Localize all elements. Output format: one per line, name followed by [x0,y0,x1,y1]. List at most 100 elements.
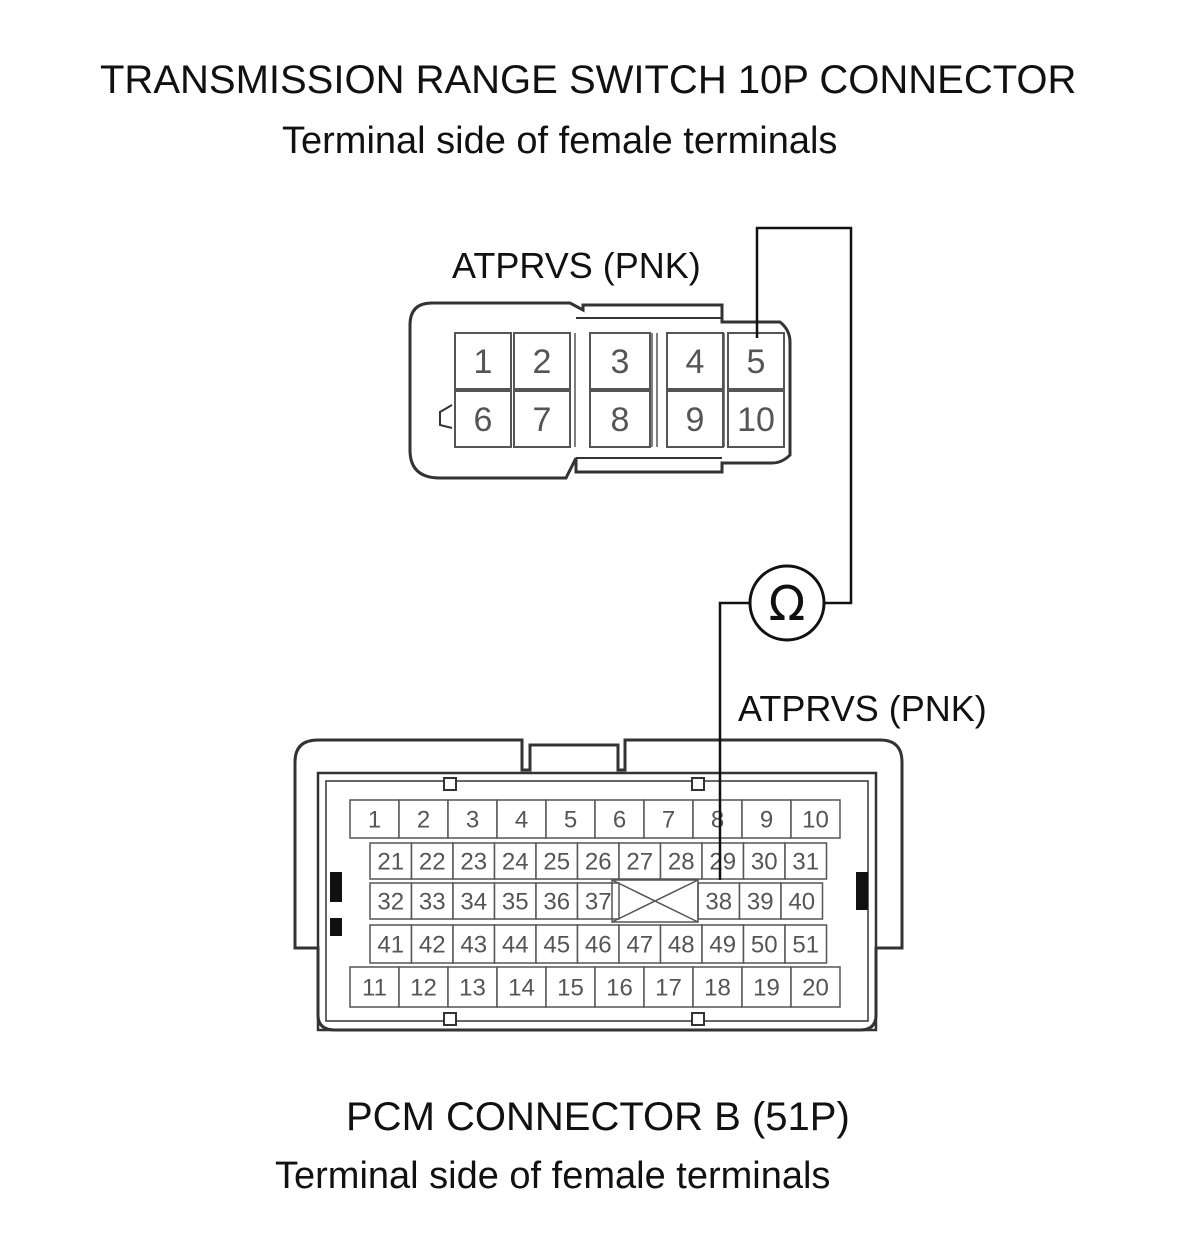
terminal-number: 49 [709,932,736,959]
terminal-number: 46 [585,932,612,959]
terminal-cell [659,842,703,880]
terminal-cell [643,966,694,1008]
terminal-cell [780,882,824,920]
terminal-number: 21 [377,849,404,876]
terminal-number: 10 [802,807,829,834]
ohmmeter-icon [748,564,826,642]
terminal-cell [790,966,841,1008]
top-connector-body [408,301,792,480]
terminal-number: 22 [419,849,446,876]
top-connector-title: TRANSMISSION RANGE SWITCH 10P CONNECTOR [100,58,1077,102]
terminal-cell [496,966,547,1008]
terminal-number: 19 [753,975,780,1002]
terminal-cell [784,842,828,880]
terminal-number: 14 [508,975,535,1002]
terminal-number: 48 [668,932,695,959]
terminal-number: 36 [543,889,570,916]
terminal-number: 23 [460,849,487,876]
terminal-number: 3 [611,343,630,381]
terminal-cell [452,924,496,964]
terminal-cell [535,924,579,964]
terminal-number: 11 [362,975,387,1002]
terminal-cell [784,924,828,964]
terminal-number: 26 [585,849,612,876]
terminal-number: 20 [802,975,829,1002]
terminal-cell [454,332,512,390]
terminal-number: 35 [502,889,529,916]
terminal-number: 6 [613,807,626,834]
terminal-cell [741,799,792,839]
terminal-cell [738,882,782,920]
terminal-number: 42 [419,932,446,959]
terminal-cell [666,390,724,448]
terminal-number: 40 [788,889,815,916]
terminal-cell [493,924,537,964]
terminal-cell [493,882,537,920]
terminal-number: 17 [655,975,682,1002]
terminal-number: 1 [368,807,381,834]
terminal-number: 30 [751,849,778,876]
terminal-cell [349,966,400,1008]
top-wire-label: ATPRVS (PNK) [452,245,701,286]
bottom-connector-subtitle: Terminal side of female terminals [275,1155,831,1197]
terminal-number: 4 [515,807,528,834]
terminal-number: 7 [533,401,552,439]
terminal-cell [727,332,785,390]
terminal-number: 27 [626,849,653,876]
terminal-number: 1 [474,343,493,381]
terminal-number: 15 [557,975,584,1002]
terminal-number: 34 [460,889,487,916]
latch-left-marker [330,872,342,902]
terminal-number: 28 [668,849,695,876]
terminal-cell [369,882,413,920]
terminal-cell [513,332,571,390]
terminal-number: 2 [417,807,430,834]
terminal-number: 3 [466,807,479,834]
terminal-cell [454,390,512,448]
terminal-number: 18 [704,975,731,1002]
terminal-number: 6 [474,401,493,439]
terminal-number: 12 [410,975,437,1002]
terminal-cell [589,390,651,448]
terminal-number: 47 [626,932,653,959]
terminal-cell [410,842,454,880]
terminal-number: 9 [686,401,705,439]
terminal-number: 8 [711,807,724,834]
terminal-number: 43 [460,932,487,959]
terminal-cell [493,842,537,880]
terminal-number: 24 [502,849,529,876]
terminal-cell [545,966,596,1008]
top-connector-subtitle: Terminal side of female terminals [282,120,838,162]
terminal-cell [535,842,579,880]
latch-left-marker-2 [330,918,342,936]
terminal-number: 38 [705,889,732,916]
terminal-cell [589,332,651,390]
terminal-number: 4 [686,343,705,381]
latch-right-marker [856,872,868,910]
terminal-cell [701,924,745,964]
terminal-cell [410,924,454,964]
terminal-number: 31 [792,849,819,876]
terminal-number: 8 [611,401,630,439]
terminal-number: 7 [662,807,675,834]
terminal-cell [742,924,786,964]
ohm-symbol: Ω [769,576,806,632]
terminal-number: 50 [751,932,778,959]
terminal-number: 32 [377,889,404,916]
terminal-cell [576,842,620,880]
terminal-number: 41 [377,932,404,959]
terminal-number: 9 [760,807,773,834]
terminal-cell [643,799,694,839]
terminal-cell [398,966,449,1008]
test-lead-wire [718,226,853,880]
terminal-cell [659,924,703,964]
terminal-number: 37 [585,889,612,916]
terminal-cell [618,924,662,964]
terminal-number: 5 [564,807,577,834]
terminal-number: 10 [737,401,775,439]
terminal-cell [697,882,741,920]
terminal-cell [496,799,547,839]
